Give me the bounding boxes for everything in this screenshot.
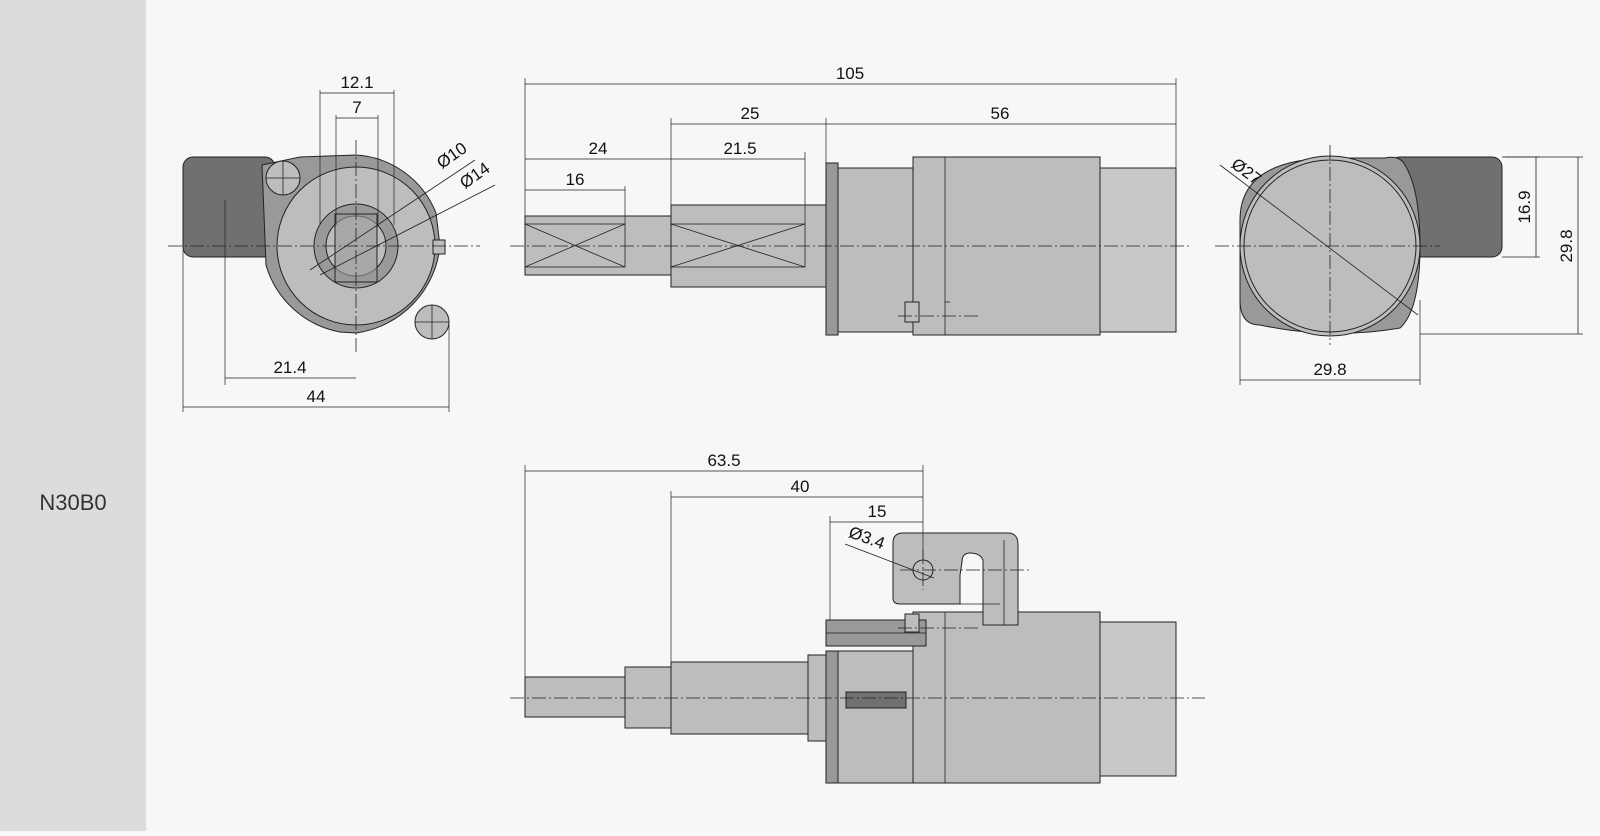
bottom-view: 63.5 40 15 Ø3.4 xyxy=(510,451,1205,784)
dim-front-12-1: 12.1 xyxy=(340,73,373,92)
dim-front-d10: Ø10 xyxy=(433,138,470,172)
bottom-shaft-thin xyxy=(524,676,626,718)
dim-rear-29-8-v: 29.8 xyxy=(1557,229,1576,262)
side-body-rear xyxy=(1099,167,1177,333)
sidebar: N30B0 xyxy=(0,0,146,831)
dim-rear-29-8-h: 29.8 xyxy=(1313,360,1346,379)
bottom-flange xyxy=(825,650,839,784)
dim-bottom-40: 40 xyxy=(791,477,810,496)
drawing-svg: 12.1 7 Ø10 Ø14 21.4 44 xyxy=(168,64,1583,784)
bottom-pin xyxy=(904,613,920,633)
dim-side-105: 105 xyxy=(836,64,864,83)
side-pin xyxy=(904,301,920,323)
dim-front-d14: Ø14 xyxy=(456,158,493,192)
dim-side-25: 25 xyxy=(741,104,760,123)
dim-side-16: 16 xyxy=(566,170,585,189)
side-flange xyxy=(825,162,839,336)
dim-side-56: 56 xyxy=(991,104,1010,123)
model-label: N30B0 xyxy=(39,490,107,515)
rear-view: Ø27 16.9 29.8 29.8 xyxy=(1215,145,1583,385)
dim-side-24: 24 xyxy=(589,139,608,158)
dim-front-44: 44 xyxy=(307,387,326,406)
side-shaft-thin xyxy=(524,215,672,276)
front-view: 12.1 7 Ø10 Ø14 21.4 44 xyxy=(168,73,496,412)
bottom-slot xyxy=(845,691,907,709)
dim-rear-16-9: 16.9 xyxy=(1515,190,1534,223)
technical-drawing: 12.1 7 Ø10 Ø14 21.4 44 xyxy=(146,0,1600,831)
bottom-bracket xyxy=(892,532,1019,626)
bottom-body-main xyxy=(912,611,1101,784)
bottom-body-front xyxy=(837,650,914,784)
dim-front-7: 7 xyxy=(352,98,361,117)
front-body-tab xyxy=(182,156,276,258)
dim-bottom-d3-4: Ø3.4 xyxy=(846,523,887,553)
side-body-front xyxy=(837,167,914,333)
dim-bottom-15: 15 xyxy=(868,502,887,521)
dim-bottom-63-5: 63.5 xyxy=(707,451,740,470)
bottom-body-rear xyxy=(1099,621,1177,777)
side-view: 105 25 56 24 21.5 16 xyxy=(510,64,1190,336)
front-key-notch xyxy=(432,239,446,255)
dim-front-21-4: 21.4 xyxy=(273,358,306,377)
bottom-shaft-step xyxy=(624,666,672,729)
front-shaft-flat xyxy=(334,213,378,283)
dim-side-21-5: 21.5 xyxy=(723,139,756,158)
